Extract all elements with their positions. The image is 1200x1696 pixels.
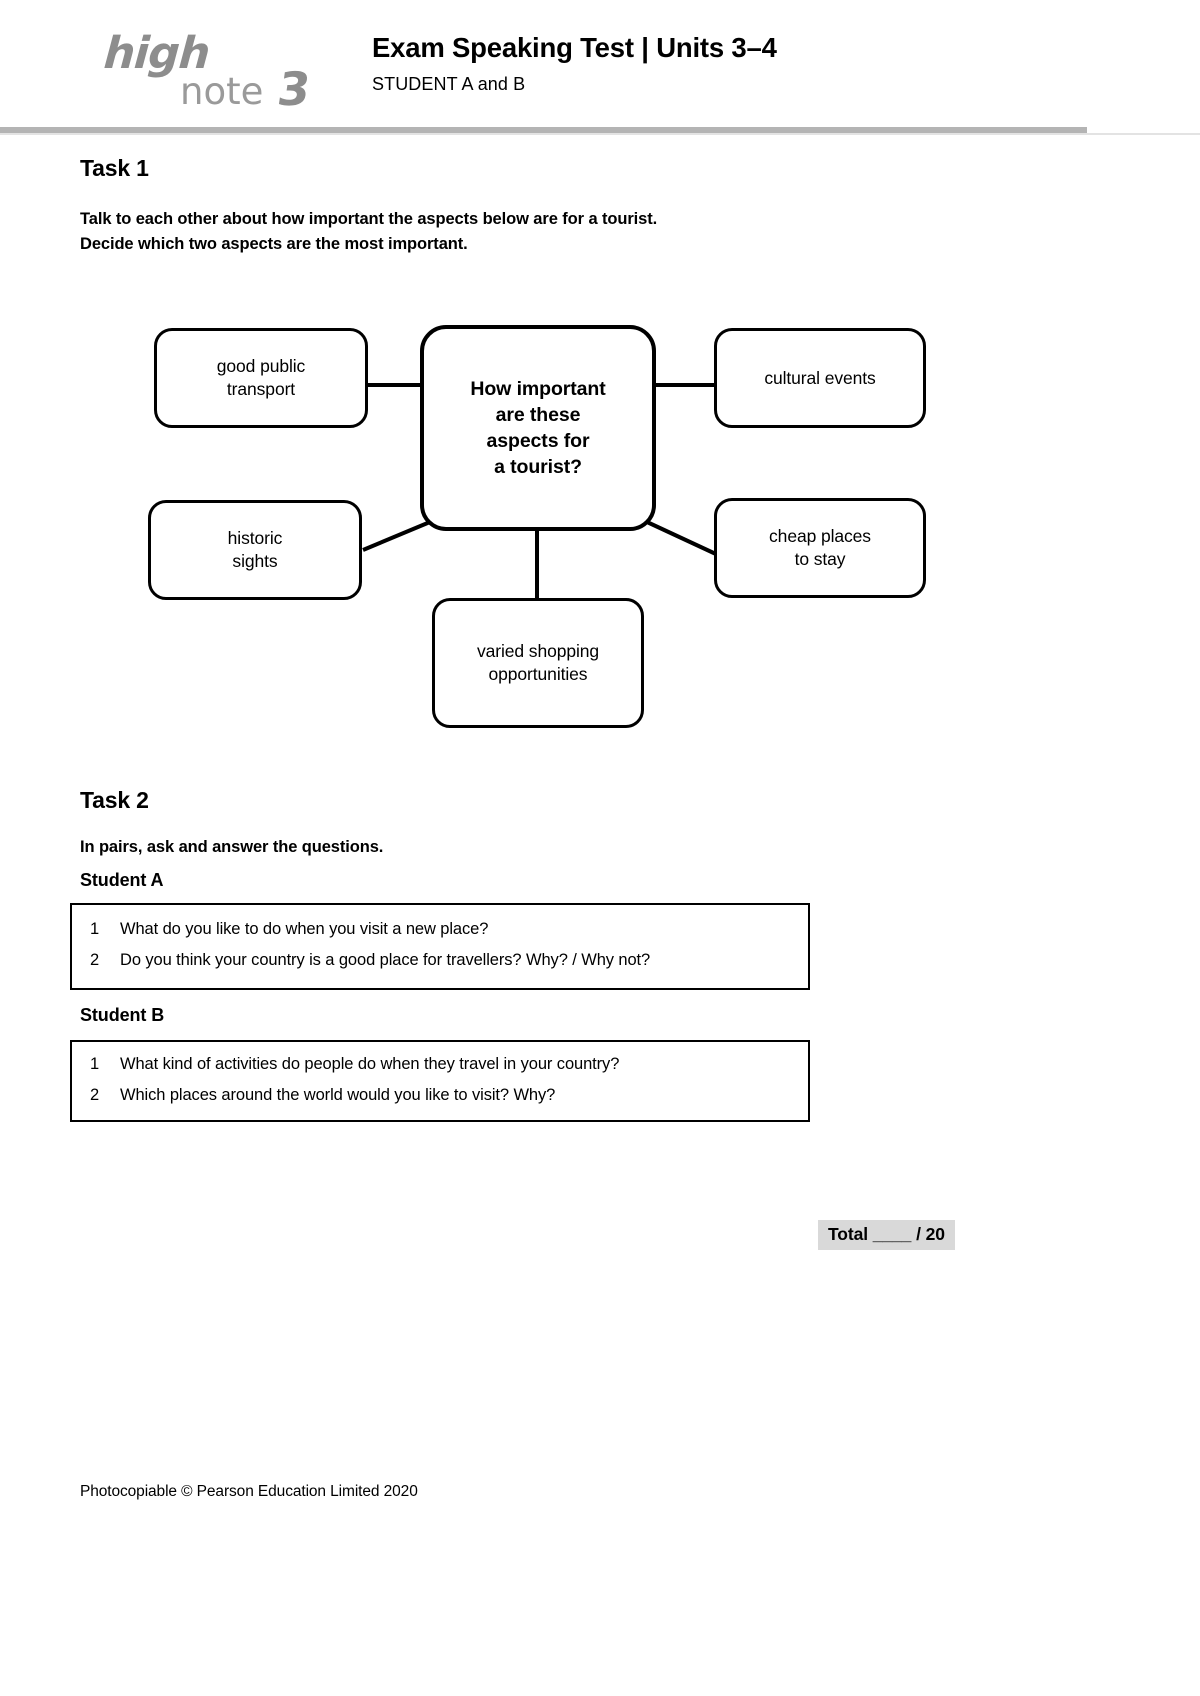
- question-number: 2: [90, 951, 100, 969]
- mindmap-node-line-2: opportunities: [488, 664, 588, 684]
- total-score-box: Total ____ / 20: [818, 1220, 955, 1250]
- task-1-instruction-line-2: Decide which two aspects are the most im…: [80, 235, 468, 253]
- student-a-question-box: 1 What do you like to do when you visit …: [70, 903, 810, 990]
- header-divider: [0, 127, 1087, 133]
- high-note-logo: high note 3: [96, 22, 316, 116]
- task-2-heading: Task 2: [80, 787, 149, 813]
- mindmap-node-historic-sights: historic sights: [148, 500, 362, 600]
- question-text: What kind of activities do people do whe…: [120, 1055, 620, 1073]
- question-text: Do you think your country is a good plac…: [120, 951, 651, 969]
- mindmap-node-cheap-places-to-stay: cheap places to stay: [714, 498, 926, 598]
- question-text: Which places around the world would you …: [120, 1086, 556, 1104]
- logo-level-number: 3: [274, 62, 314, 116]
- question-number: 1: [90, 920, 100, 938]
- mindmap-connector-lines: [362, 383, 719, 600]
- page-title: Exam Speaking Test | Units 3–4: [372, 32, 777, 63]
- logo-word-note: note: [180, 70, 264, 113]
- question-number: 2: [90, 1086, 100, 1104]
- question-number: 1: [90, 1055, 100, 1073]
- mindmap-node-line-2: transport: [226, 379, 296, 399]
- mindmap-node-line-1: varied shopping: [476, 641, 600, 661]
- mindmap-center-line-4: a tourist?: [494, 456, 582, 478]
- page-header: high note 3 Exam Speaking Test | Units 3…: [0, 0, 1200, 135]
- mindmap-center-line-3: aspects for: [486, 430, 590, 452]
- student-a-question-row-1: 1 What do you like to do when you visit …: [72, 920, 808, 939]
- mindmap-diagram: How important are these aspects for a to…: [80, 300, 1080, 760]
- mindmap-node-varied-shopping-opportunities: varied shopping opportunities: [432, 598, 644, 728]
- task-2-instruction: In pairs, ask and answer the questions.: [80, 838, 384, 856]
- mindmap-center-line-2: are these: [495, 404, 581, 426]
- mindmap-center-line-1: How important: [470, 378, 606, 400]
- mindmap-node-good-public-transport: good public transport: [154, 328, 368, 428]
- total-label: Total: [828, 1224, 869, 1244]
- mindmap-node-line-1: cheap places: [769, 526, 871, 546]
- task-1-instruction-line-1: Talk to each other about how important t…: [80, 210, 658, 228]
- mindmap-node-cultural-events: cultural events: [714, 328, 926, 428]
- student-b-question-box: 1 What kind of activities do people do w…: [70, 1040, 810, 1122]
- total-blank: ____: [872, 1224, 912, 1244]
- mindmap-node-line-2: sights: [232, 551, 278, 571]
- mindmap-center-node: How important are these aspects for a to…: [420, 325, 656, 531]
- footer-copyright: Photocopiable © Pearson Education Limite…: [80, 1483, 418, 1500]
- question-text: What do you like to do when you visit a …: [120, 920, 489, 938]
- mindmap-node-line-1: good public: [216, 356, 306, 376]
- header-divider-thin: [0, 133, 1200, 135]
- student-a-label: Student A: [80, 870, 164, 890]
- mindmap-node-line-2: to stay: [794, 549, 846, 569]
- student-b-question-row-2: 2 Which places around the world would yo…: [72, 1086, 808, 1105]
- page-subtitle: STUDENT A and B: [372, 74, 526, 94]
- task-1-heading: Task 1: [80, 155, 149, 181]
- mindmap-node-line-1: cultural events: [764, 367, 876, 388]
- total-max: / 20: [916, 1224, 945, 1244]
- mindmap-node-line-1: historic: [227, 528, 283, 548]
- student-a-question-row-2: 2 Do you think your country is a good pl…: [72, 951, 808, 970]
- student-b-question-row-1: 1 What kind of activities do people do w…: [72, 1055, 808, 1074]
- student-b-label: Student B: [80, 1005, 165, 1025]
